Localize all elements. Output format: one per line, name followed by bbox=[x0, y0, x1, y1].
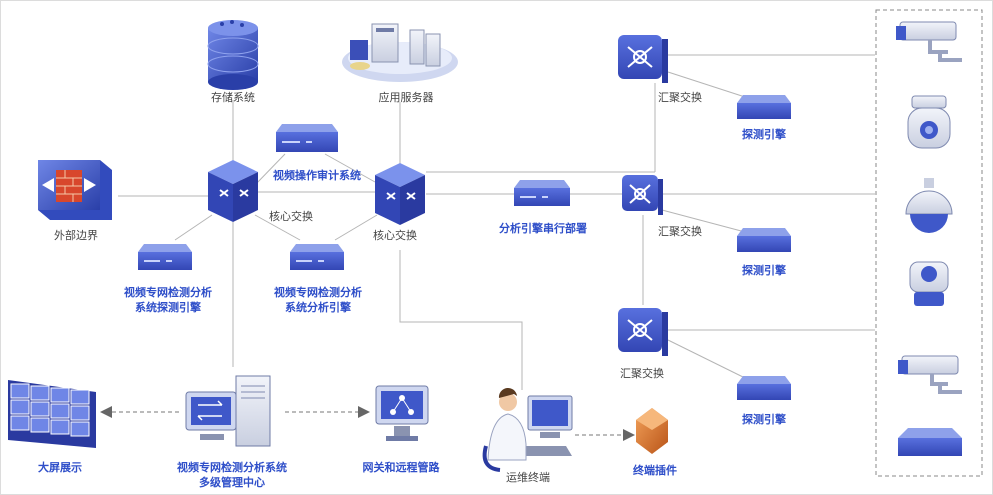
firewall-icon bbox=[38, 160, 112, 220]
management-center-icon bbox=[185, 375, 271, 447]
probe-engine-bot-icon bbox=[737, 376, 791, 400]
serial-engine-icon bbox=[514, 180, 570, 206]
nvr-icon bbox=[898, 428, 962, 456]
analysis-engine-label-line1: 视频专网检测分析 bbox=[274, 286, 362, 299]
audit-appliance-icon bbox=[276, 124, 338, 152]
probe-bot-label: 探测引擎 bbox=[742, 413, 786, 426]
terminal-plugin-icon bbox=[636, 408, 668, 454]
probe-engine-label-line2: 系统探测引擎 bbox=[135, 301, 201, 314]
border-label: 外部边界 bbox=[54, 229, 98, 242]
speed-dome-icon bbox=[905, 178, 953, 233]
big-screen-label: 大屏展示 bbox=[38, 461, 82, 474]
probe-engine-left-icon bbox=[138, 244, 192, 270]
agg-switch-mid-icon bbox=[622, 175, 663, 215]
agg-top-label: 汇聚交换 bbox=[658, 91, 702, 104]
probe-engine-top-icon bbox=[737, 95, 791, 119]
endpoint-zone bbox=[875, 9, 983, 477]
analysis-engine-label-line2: 系统分析引擎 bbox=[285, 301, 351, 314]
dashed-flows bbox=[112, 411, 625, 436]
cube-camera-icon bbox=[909, 261, 949, 306]
storage-label: 存储系统 bbox=[211, 91, 255, 104]
mgmt-label-line2: 多级管理中心 bbox=[199, 476, 265, 489]
arrow-right-gateway bbox=[358, 406, 370, 418]
audit-label: 视频操作审计系统 bbox=[273, 169, 361, 182]
bullet-camera-top-icon bbox=[896, 21, 962, 62]
probe-top-label: 探测引擎 bbox=[742, 128, 786, 141]
storage-icon bbox=[207, 20, 259, 90]
agg-mid-label: 汇聚交换 bbox=[658, 225, 702, 238]
arrow-left-big-screen bbox=[100, 406, 112, 418]
mgmt-label-line1: 视频专网检测分析系统 bbox=[177, 461, 287, 474]
core-switch-left-icon bbox=[208, 160, 258, 222]
agg-switch-top-icon bbox=[618, 35, 668, 83]
app-server-label: 应用服务器 bbox=[378, 91, 434, 104]
analysis-engine-icon bbox=[290, 244, 344, 270]
serial-deploy-label: 分析引擎串行部署 bbox=[499, 222, 587, 235]
agg-switch-bot-icon bbox=[618, 308, 668, 356]
core-switch-right-icon bbox=[375, 163, 425, 225]
probe-engine-mid-icon bbox=[737, 228, 791, 252]
probe-mid-label: 探测引擎 bbox=[742, 264, 786, 277]
probe-engine-label-line1: 视频专网检测分析 bbox=[124, 286, 212, 299]
core-switch-right-label: 核心交换 bbox=[373, 229, 417, 242]
bullet-camera-bottom-icon bbox=[898, 355, 962, 394]
gateway-monitor-icon bbox=[375, 385, 429, 441]
video-wall-icon bbox=[8, 380, 96, 448]
core-switch-left-label: 核心交换 bbox=[269, 210, 313, 223]
dome-camera-icon bbox=[907, 95, 951, 149]
ops-terminal-label: 运维终端 bbox=[506, 471, 550, 484]
server-icon bbox=[342, 23, 458, 82]
arrow-right-plugin bbox=[623, 429, 635, 441]
ops-terminal-icon bbox=[482, 387, 573, 472]
terminal-plugin-label: 终端插件 bbox=[633, 464, 677, 477]
gateway-label: 网关和远程管路 bbox=[362, 461, 440, 474]
agg-bot-label: 汇聚交换 bbox=[620, 367, 664, 380]
